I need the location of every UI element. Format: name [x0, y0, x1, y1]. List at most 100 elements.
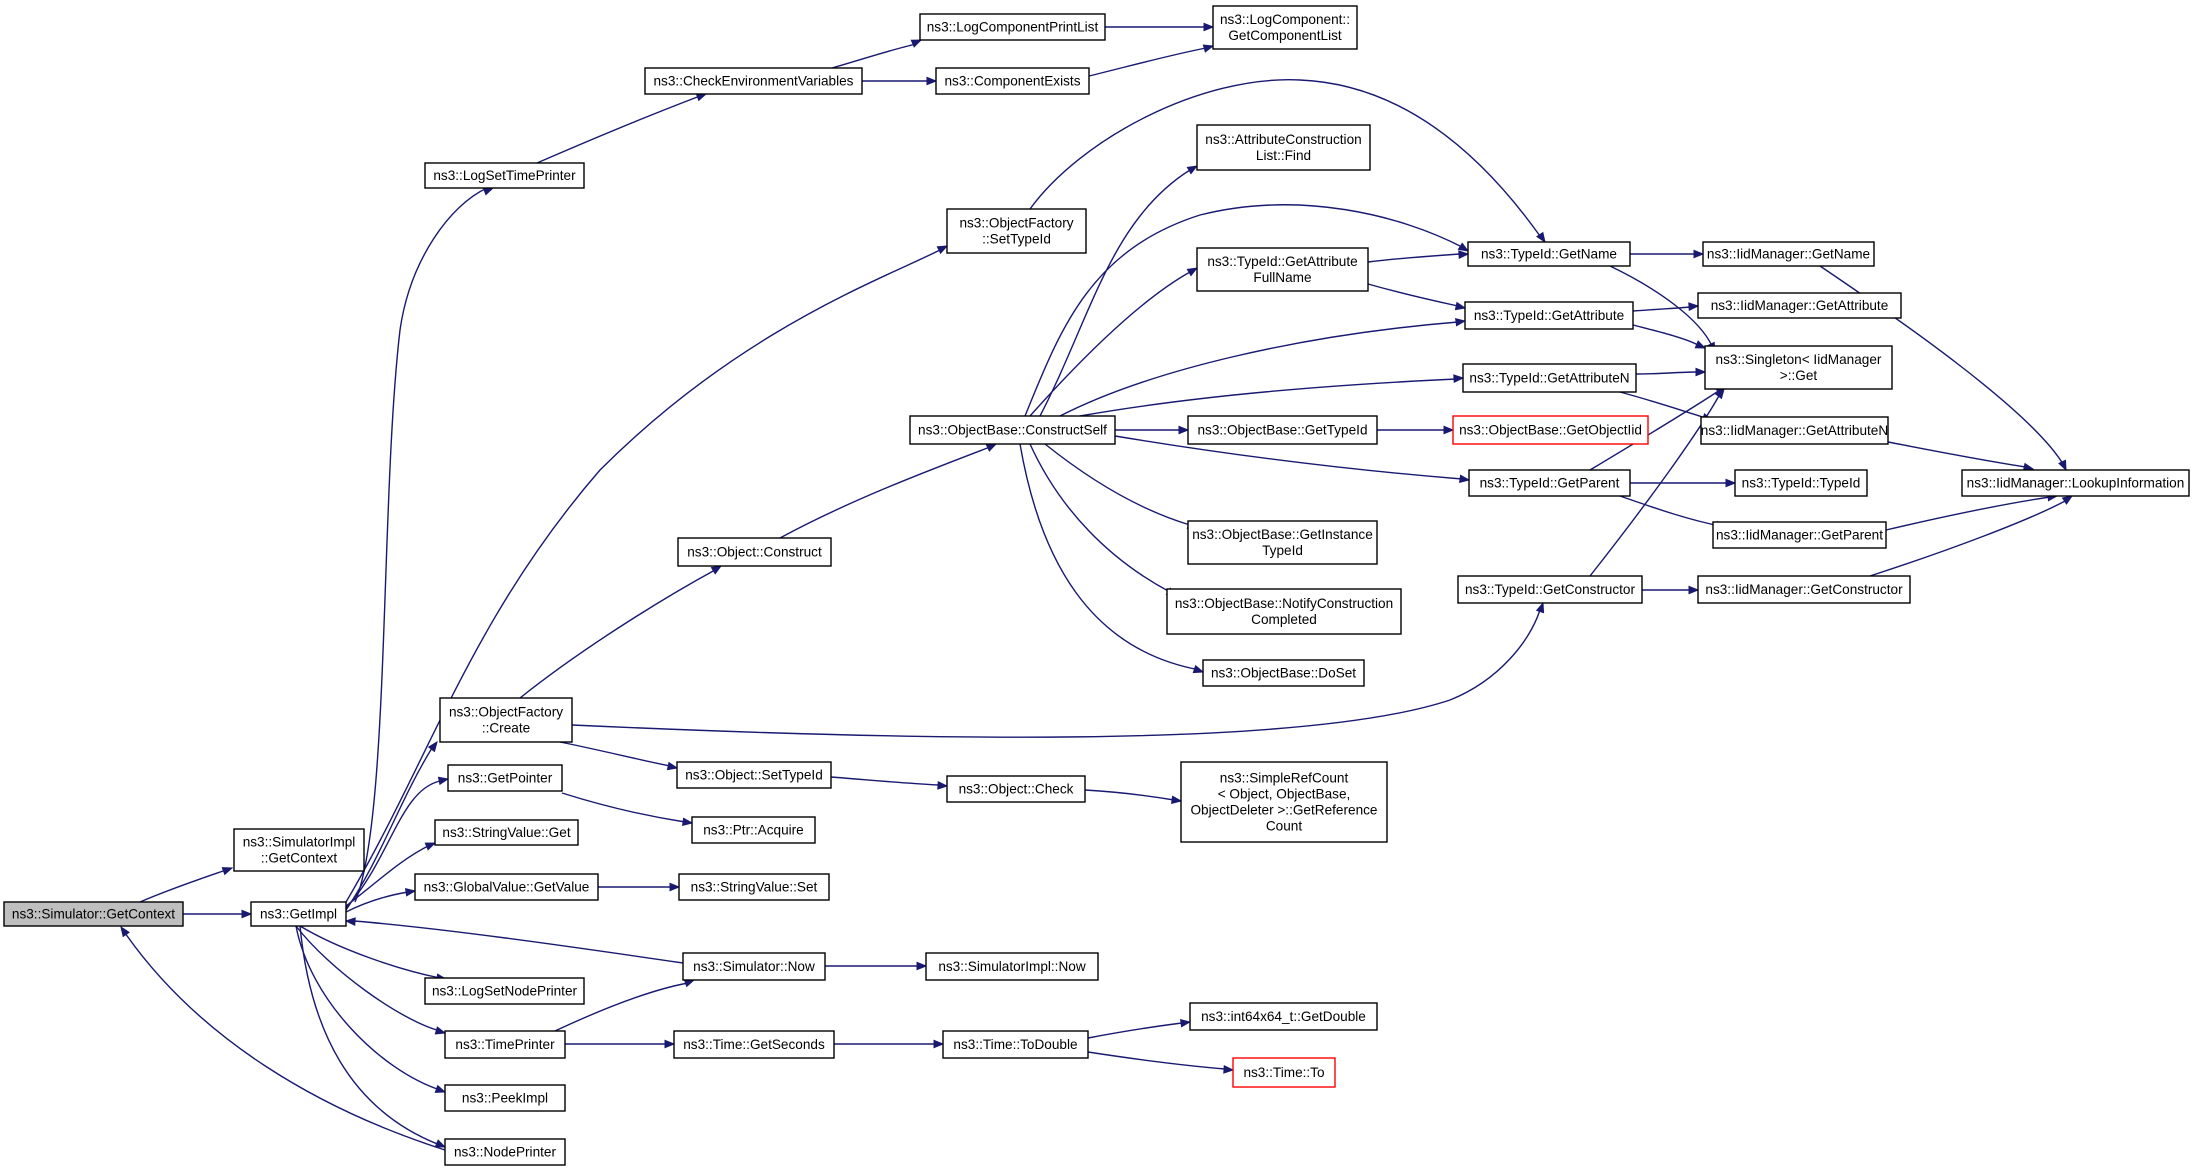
edge-constructself-typeid-getattributen-arrowhead [1453, 374, 1465, 383]
edge-time-todouble-int64-getdouble-arrowhead [1180, 1018, 1192, 1028]
node-box [942, 1030, 1089, 1059]
node-box [414, 873, 599, 901]
node-typeid-typeid[interactable]: ns3::TypeId::TypeId [1734, 469, 1868, 497]
edge-checkenv-compexists [862, 76, 938, 86]
edge-object-construct-constructself [779, 443, 998, 539]
node-objbase-gettypeid[interactable]: ns3::ObjectBase::GetTypeId [1187, 415, 1378, 445]
node-int64-getdouble[interactable]: ns3::int64x64_t::GetDouble [1189, 1002, 1378, 1031]
node-objbase-constructself[interactable]: ns3::ObjectBase::ConstructSelf [909, 415, 1116, 445]
edge-objfactory-create-object-construct-line [519, 569, 716, 699]
node-globalvalue-getvalue[interactable]: ns3::GlobalValue::GetValue [414, 873, 599, 901]
node-root[interactable]: ns3::Simulator::GetContext [3, 901, 184, 927]
node-ptr-acquire[interactable]: ns3::Ptr::Acquire [691, 816, 816, 844]
node-getimpl[interactable]: ns3::GetImpl [250, 901, 347, 927]
node-iid-getparent[interactable]: ns3::IidManager::GetParent [1712, 521, 1887, 549]
edge-root-simimpl-getcontext-line [139, 869, 227, 903]
edge-object-construct-constructself-line [779, 446, 991, 539]
node-label-line: ns3::ObjectBase::DoSet [1211, 666, 1356, 681]
edge-typeid-getconstructor-iid-getconstructor-arrowhead [1688, 585, 1700, 595]
node-iid-getname[interactable]: ns3::IidManager::GetName [1702, 241, 1875, 267]
node-logcomp-getlist[interactable]: ns3::LogComponent::GetComponentList [1212, 5, 1358, 50]
node-simimpl-now[interactable]: ns3::SimulatorImpl::Now [925, 952, 1099, 981]
node-checkenv[interactable]: ns3::CheckEnvironmentVariables [644, 67, 863, 95]
edge-simulator-now-simimpl-now-arrowhead [916, 961, 928, 971]
edge-objfactory-settypeid-typeid-getname-line [1029, 79, 1541, 237]
node-label-line: ns3::Object::SetTypeId [685, 768, 823, 783]
edge-constructself-typeid-getparent-arrowhead [1459, 474, 1471, 484]
node-objfactory-create[interactable]: ns3::ObjectFactory::Create [439, 697, 573, 743]
node-singleton-get[interactable]: ns3::Singleton< IidManager >::Get [1704, 345, 1893, 390]
edge-getimpl-timeprinter-line [295, 925, 441, 1032]
node-timeprinter[interactable]: ns3::TimePrinter [444, 1030, 566, 1059]
edge-typeid-getattribute-iid-getattribute-line [1632, 306, 1691, 312]
edge-constructself-objbase-getinstancetypeid-line [1044, 443, 1191, 526]
node-logsettimeprinter[interactable]: ns3::LogSetTimePrinter [424, 162, 585, 189]
edge-constructself-objbase-doset-line [1019, 443, 1201, 671]
edge-typeid-getattrfullname-typeid-getname-arrowhead [1458, 250, 1470, 259]
edge-logsettimeprinter-checkenv-line [536, 95, 701, 164]
node-typeid-getname[interactable]: ns3::TypeId::GetName [1467, 241, 1631, 267]
node-label-line: ns3::LogComponent:: [1220, 12, 1350, 27]
edge-getimpl-stringvalue-get-arrowhead [424, 842, 437, 851]
node-time-to[interactable]: ns3::Time::To [1232, 1057, 1336, 1088]
edge-objfactory-create-object-settypeid-line [559, 741, 671, 767]
node-objfactory-settypeid[interactable]: ns3::ObjectFactory::SetTypeId [946, 208, 1087, 254]
node-logcompprintlist[interactable]: ns3::LogComponentPrintList [919, 13, 1106, 41]
node-label-line: ns3::IidManager::GetParent [1716, 528, 1883, 543]
node-label-line: ns3::SimulatorImpl::Now [938, 959, 1085, 974]
node-typeid-getconstructor[interactable]: ns3::TypeId::GetConstructor [1457, 575, 1643, 604]
node-object-construct[interactable]: ns3::Object::Construct [677, 537, 832, 567]
node-object-check[interactable]: ns3::Object::Check [946, 775, 1086, 803]
node-typeid-getattributen[interactable]: ns3::TypeId::GetAttributeN [1462, 363, 1637, 393]
node-logsetnodeprinter[interactable]: ns3::LogSetNodePrinter [424, 977, 585, 1005]
node-label-line: ns3::Ptr::Acquire [703, 823, 804, 838]
node-box [1187, 415, 1378, 445]
edge-nodeprinter-root-line [124, 932, 446, 1151]
node-label-line: ns3::IidManager::GetName [1707, 247, 1870, 262]
node-object-settypeid[interactable]: ns3::Object::SetTypeId [676, 761, 832, 789]
edge-constructself-objbase-getinstancetypeid [1044, 443, 1199, 529]
node-label-line: ns3::SimulatorImpl [243, 835, 356, 850]
node-iid-getconstructor[interactable]: ns3::IidManager::GetConstructor [1697, 575, 1911, 604]
node-iid-getattribute[interactable]: ns3::IidManager::GetAttribute [1697, 292, 1902, 319]
node-box [1180, 761, 1388, 843]
node-time-todouble[interactable]: ns3::Time::ToDouble [942, 1030, 1089, 1059]
node-simplerefcount[interactable]: ns3::SimpleRefCount< Object, ObjectBase,… [1180, 761, 1388, 843]
node-box [1697, 292, 1902, 319]
node-simimpl-getcontext[interactable]: ns3::SimulatorImpl::GetContext [233, 828, 365, 872]
node-label-line: ns3::CheckEnvironmentVariables [654, 74, 854, 89]
edge-simulator-now-getimpl-arrowhead [344, 917, 356, 926]
node-nodeprinter[interactable]: ns3::NodePrinter [444, 1138, 566, 1166]
node-box [682, 952, 826, 981]
node-getpointer[interactable]: ns3::GetPointer [447, 764, 563, 792]
node-stringvalue-set[interactable]: ns3::StringValue::Set [678, 873, 830, 901]
node-peekimpl[interactable]: ns3::PeekImpl [444, 1084, 566, 1112]
node-stringvalue-get[interactable]: ns3::StringValue::Get [434, 819, 579, 846]
node-objbase-doset[interactable]: ns3::ObjectBase::DoSet [1202, 659, 1365, 687]
edge-checkenv-logcompprintlist-arrowhead [910, 39, 923, 48]
node-time-getseconds[interactable]: ns3::Time::GetSeconds [673, 1030, 835, 1059]
node-label-line: ns3::GetImpl [260, 907, 337, 922]
edge-typeid-getattribute-singleton-get-arrowhead [1694, 340, 1707, 349]
edge-getimpl-objfactory-settypeid-arrowhead [936, 245, 949, 255]
node-iid-getattributen[interactable]: ns3::IidManager::GetAttributeN [1700, 416, 1889, 445]
node-typeid-getparent[interactable]: ns3::TypeId::GetParent [1468, 469, 1631, 497]
edge-timeprinter-time-getseconds [565, 1039, 676, 1049]
node-iid-lookupinfo[interactable]: ns3::IidManager::LookupInformation [1961, 469, 2190, 497]
edge-typeid-getname-singleton-get-line [1609, 265, 1713, 347]
node-label-line: ObjectDeleter >::GetReference [1190, 803, 1377, 818]
node-typeid-getattribute[interactable]: ns3::TypeId::GetAttribute [1464, 301, 1634, 330]
edge-root-getimpl [183, 909, 253, 919]
edge-typeid-getattrfullname-typeid-getattribute-line [1367, 283, 1459, 307]
node-objbase-getobjectiid[interactable]: ns3::ObjectBase::GetObjectIid [1452, 415, 1649, 445]
node-compexists[interactable]: ns3::ComponentExists [935, 67, 1090, 95]
edge-iid-getconstructor-lookupinfo-arrowhead [2061, 495, 2074, 505]
node-box [1464, 301, 1634, 330]
node-label-line: ns3::Simulator::GetContext [12, 907, 175, 922]
node-objbase-notifyconstr[interactable]: ns3::ObjectBase::NotifyConstructionCompl… [1166, 588, 1402, 635]
node-simulator-now[interactable]: ns3::Simulator::Now [682, 952, 826, 981]
